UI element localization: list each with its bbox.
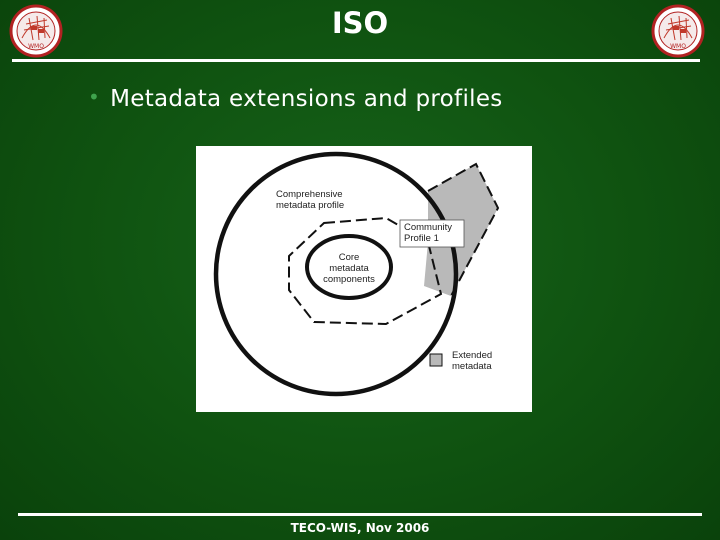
- bullet-dot-icon: •: [88, 85, 101, 109]
- wmo-logo-icon: WMO: [9, 4, 63, 58]
- footer-divider: [18, 513, 702, 516]
- comprehensive-label-line2: metadata profile: [276, 200, 344, 211]
- bullet-text: Metadata extensions and profiles: [110, 86, 503, 112]
- core-label-line2: metadata: [329, 263, 369, 274]
- logo-text: WMO: [670, 43, 686, 50]
- footer-text: TECO-WIS, Nov 2006: [290, 521, 430, 535]
- comprehensive-label-line1: Comprehensive: [276, 189, 343, 200]
- wmo-logo-right: WMO: [651, 4, 705, 58]
- community-profile-polygon: [288, 216, 443, 326]
- core-components-ellipse: [305, 234, 393, 300]
- legend-label-line2: metadata: [452, 361, 492, 372]
- bullet-item: • Metadata extensions and profiles: [88, 85, 503, 112]
- community-label-line1: Community: [404, 222, 452, 233]
- header-divider: [12, 59, 700, 62]
- core-label-line3: components: [323, 274, 375, 285]
- community-label-box: [399, 219, 465, 248]
- wmo-logo-left: WMO: [9, 4, 63, 58]
- slide-title: ISO: [331, 6, 389, 40]
- wmo-logo-icon: WMO: [651, 4, 705, 58]
- metadata-diagram-svg: Comprehensive metadata profile Community…: [213, 151, 500, 397]
- legend-swatch: [429, 353, 443, 367]
- community-label-line2: Profile 1: [404, 233, 439, 244]
- legend-label-line1: Extended: [452, 350, 492, 361]
- logo-text: WMO: [28, 43, 44, 50]
- metadata-diagram: Comprehensive metadata profile Community…: [196, 146, 532, 412]
- core-label-line1: Core: [339, 252, 360, 263]
- comprehensive-profile-circle: [213, 151, 459, 397]
- community-profile-boundary: [427, 162, 500, 297]
